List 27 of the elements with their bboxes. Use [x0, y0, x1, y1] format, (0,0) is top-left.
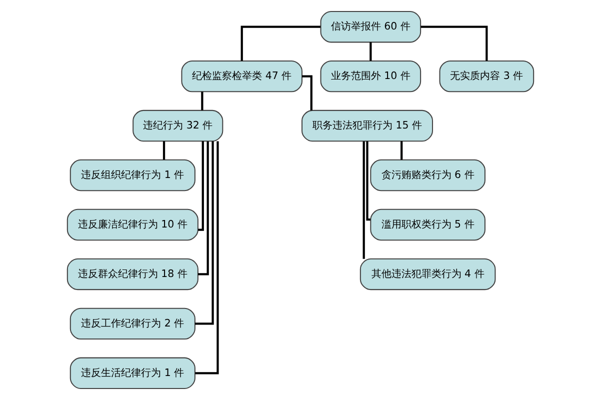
connector [162, 141, 165, 160]
node-box: 其他违法犯罪类行为 4 件 [359, 258, 496, 290]
connector [200, 92, 203, 110]
node-box: 无实质内容 3 件 [438, 60, 534, 92]
node-box: 违反组织纪律行为 1 件 [69, 159, 195, 192]
node-box: 信访举报件 60 件 [320, 10, 421, 43]
node-box: 滥用职权类行为 5 件 [370, 208, 485, 241]
connector [198, 141, 204, 231]
connector [194, 141, 218, 374]
node-box: 职务违法犯罪行为 15 件 [300, 110, 433, 142]
connector [302, 75, 312, 110]
connector [369, 42, 372, 61]
node-box: 违反廉洁纪律行为 10 件 [66, 208, 198, 241]
connector [400, 141, 402, 160]
node-box: 违反工作纪律行为 2 件 [69, 308, 195, 340]
node-box: 违纪行为 32 件 [132, 110, 223, 142]
node-box: 纪检监察检举类 47 件 [180, 60, 302, 92]
connector [240, 26, 320, 61]
node-box: 业务范围外 10 件 [320, 60, 421, 92]
node-box: 贪污贿赂类行为 6 件 [370, 159, 485, 192]
node-box: 违反群众纪律行为 18 件 [66, 258, 198, 290]
connector [420, 26, 488, 61]
connector [198, 141, 208, 276]
connector [366, 141, 370, 221]
connector [194, 141, 214, 325]
node-box: 违反生活纪律行为 1 件 [69, 357, 195, 390]
connector [362, 141, 364, 259]
